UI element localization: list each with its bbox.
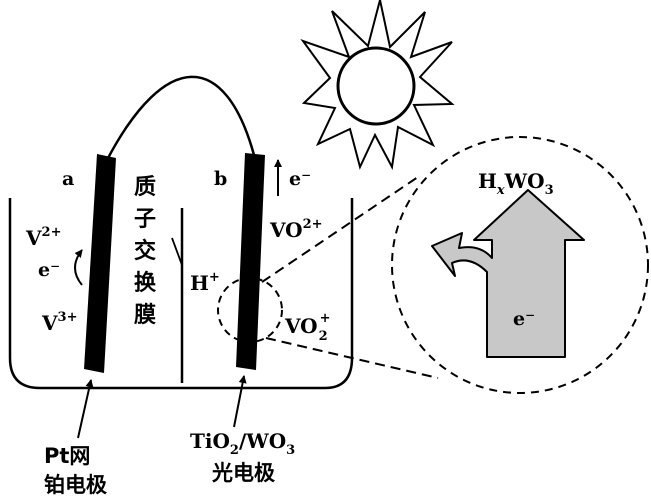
membrane-pointer — [171, 237, 183, 266]
label-b: b — [214, 168, 227, 190]
sun-disk — [336, 46, 416, 126]
membrane-char-4: 换 — [134, 270, 157, 296]
zoom-circle — [391, 136, 649, 394]
label-electron-top: e⁻ — [289, 168, 311, 190]
label-v2-plus: V2+ — [25, 225, 61, 250]
label-hxwo3: HxWO3 — [478, 169, 554, 198]
label-pt-mesh: Pt网 — [44, 444, 90, 468]
electrode-a — [84, 154, 116, 373]
label-vo2-plus: VO2+ — [284, 311, 331, 344]
label-photoelectrode: 光电极 — [211, 461, 276, 485]
sun-icon — [300, 0, 455, 171]
label-v3-plus: V3+ — [41, 310, 77, 335]
region-of-interest — [217, 277, 283, 343]
label-h-plus: H+ — [190, 270, 220, 295]
label-tio2-wo3: TiO2/WO3 — [190, 429, 295, 458]
membrane-char-5: 膜 — [134, 303, 156, 328]
electrode-b — [236, 153, 265, 370]
tio2-pointer-arrow — [233, 375, 247, 428]
electron-transfer-shape — [431, 189, 585, 358]
zoom-line-bottom — [265, 337, 439, 379]
membrane-char-2: 子 — [134, 207, 156, 232]
cell-container — [8, 198, 354, 390]
label-a: a — [62, 168, 74, 190]
pt-pointer-arrow — [77, 379, 94, 439]
label-electron-left: e⁻ — [38, 259, 60, 281]
membrane-char-1: 质 — [134, 175, 156, 200]
label-electron-zoom: e⁻ — [513, 308, 535, 330]
label-vo2-plus-ion: VO2+ — [269, 217, 323, 242]
external-wire — [105, 75, 256, 161]
reduction-arrow — [74, 249, 83, 286]
label-pt-electrode: 铂电极 — [44, 473, 108, 497]
membrane-char-3: 交 — [134, 238, 156, 264]
